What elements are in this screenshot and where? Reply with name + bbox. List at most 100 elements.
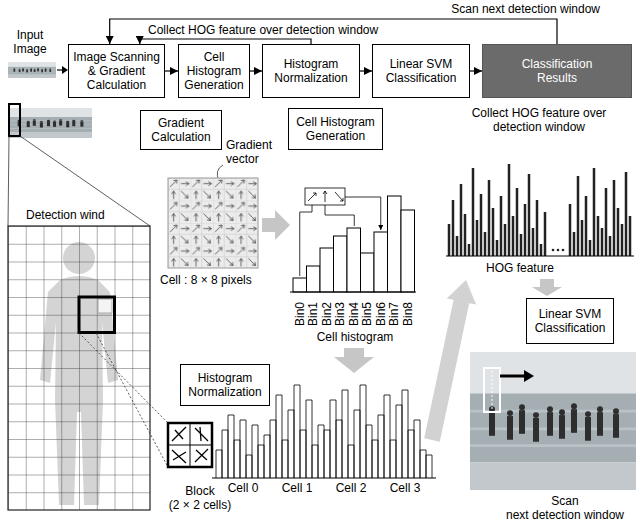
process-box: Image Scanning & Gradient Calculation — [68, 44, 165, 98]
bin-label-slot: Bin5 — [360, 302, 374, 326]
bin-label-slot: Bin2 — [320, 302, 334, 326]
gradient-cell — [168, 178, 258, 268]
process-box: Cell Histogram Generation — [178, 44, 250, 98]
step-label-slot: Collect HOG feature over detection windo… — [448, 106, 630, 134]
step-label-slot: Scan next detection window — [495, 494, 635, 522]
node-text: Linear SVM Classification — [386, 57, 457, 85]
block-icon — [168, 423, 212, 467]
flow-arrow — [165, 70, 178, 71]
node-text: Classification Results — [522, 57, 593, 85]
cell-label-slot: Cell 2 — [326, 481, 376, 495]
cell-label: Cell 3 — [380, 481, 430, 495]
gradient-vectors — [168, 178, 258, 268]
result-box: Classification Results — [482, 44, 632, 98]
input-label: Input Image — [4, 28, 56, 56]
bin-label: Bin7 — [387, 302, 401, 326]
edge-label: Scan next detection window — [449, 2, 602, 16]
cell-size-label: Cell : 8 × 8 pixels — [160, 273, 270, 287]
cell-label: Cell 0 — [218, 481, 268, 495]
flow-arrow — [532, 279, 562, 296]
vector-icons — [308, 191, 343, 202]
cell-highlight — [98, 299, 112, 313]
bin-label: Bin5 — [360, 302, 374, 326]
node-text: Histogram Normalization — [188, 371, 261, 399]
flow-arrow — [262, 210, 290, 240]
bin-label-slot: Bin3 — [333, 302, 347, 326]
node-text: Histogram Normalization — [274, 57, 347, 85]
block-icon-grid — [168, 423, 212, 467]
feedback-arrow — [110, 19, 557, 44]
bin-label-slot: Bin4 — [347, 302, 361, 326]
hog-feature-bars — [449, 164, 630, 256]
scan-photo — [470, 352, 636, 490]
bin-label: Bin0 — [293, 302, 307, 326]
cell-size-label-slot: Cell : 8 × 8 pixels — [160, 273, 270, 287]
callout-label: Gradient vector — [226, 138, 286, 166]
ellipsis-dots — [552, 249, 565, 252]
flow-arrow — [424, 280, 476, 442]
edge-label-slot: Collect HOG feature over detection windo… — [146, 23, 406, 37]
zoom-line — [8, 136, 150, 226]
cell-label: Cell 1 — [272, 481, 322, 495]
node-text: Cell Histogram Generation — [184, 50, 243, 92]
input-label-slot: Input Image — [4, 28, 56, 56]
bin-label: Bin1 — [306, 302, 320, 326]
cell-label-slot: Cell 1 — [272, 481, 322, 495]
axis-label-slot: Cell histogram — [305, 330, 405, 344]
cell-label-slot: Cell 3 — [380, 481, 430, 495]
step-label: Collect HOG feature over detection windo… — [448, 106, 630, 134]
histogram-axis — [290, 291, 416, 292]
node-text: Image Scanning & Gradient Calculation — [73, 50, 160, 92]
bin-label: Bin6 — [374, 302, 388, 326]
scan-arrow — [500, 375, 524, 378]
flow-arrow — [470, 70, 482, 71]
bin-label-slot: Bin7 — [387, 302, 401, 326]
input-arrow — [57, 69, 62, 70]
block-highlight — [79, 297, 115, 333]
stage-title-box: Histogram Normalization — [180, 364, 270, 406]
edge-label: Collect HOG feature over detection windo… — [146, 23, 380, 37]
stage-title-box: Cell Histogram Generation — [288, 108, 383, 150]
bin-label-slot: Bin1 — [306, 302, 320, 326]
cell-label: Cell 2 — [326, 481, 376, 495]
window-highlight — [9, 104, 20, 136]
histogram-axis — [212, 477, 436, 478]
window-label-slot: Detection wind — [26, 208, 136, 222]
step-label: Scan next detection window — [495, 494, 635, 522]
flow-arrow — [360, 70, 372, 71]
input-photo — [8, 62, 56, 78]
bin-label-slot: Bin0 — [293, 302, 307, 326]
bin-label: Bin3 — [333, 302, 347, 326]
bin-label: Bin4 — [347, 302, 361, 326]
detection-window — [8, 226, 150, 510]
flow-arrow — [250, 70, 262, 71]
window-dash — [492, 371, 493, 409]
vector-bins-box — [305, 188, 345, 205]
window-label: Detection wind — [26, 208, 136, 222]
callout-label-slot: Gradient vector — [226, 138, 286, 166]
node-text: Cell Histogram Generation — [296, 115, 375, 143]
bin-label: Bin8 — [401, 302, 415, 326]
node-text: Gradient Calculation — [151, 116, 210, 144]
block-leader — [79, 333, 168, 467]
node-text: Linear SVM Classification — [535, 307, 606, 335]
scan-arrow-head — [524, 370, 534, 382]
process-box: Linear SVM Classification — [372, 44, 470, 98]
axis-label: Cell histogram — [305, 330, 405, 344]
bin-label: Bin2 — [320, 302, 334, 326]
bin-label-slot: Bin8 — [401, 302, 415, 326]
detection-window-outline — [484, 368, 500, 412]
hog-axis — [446, 256, 634, 257]
feature-label: HOG feature — [470, 261, 570, 275]
window-border — [8, 226, 150, 510]
bin-label-slot: Bin6 — [374, 302, 388, 326]
stage-title-box: Gradient Calculation — [140, 110, 222, 150]
block-gradients — [172, 427, 208, 463]
stage-title-box: Linear SVM Classification — [526, 298, 614, 344]
process-box: Histogram Normalization — [262, 44, 360, 98]
cell-grid — [8, 226, 150, 510]
feature-label-slot: HOG feature — [470, 261, 570, 275]
edge-label-slot: Scan next detection window — [420, 2, 602, 16]
